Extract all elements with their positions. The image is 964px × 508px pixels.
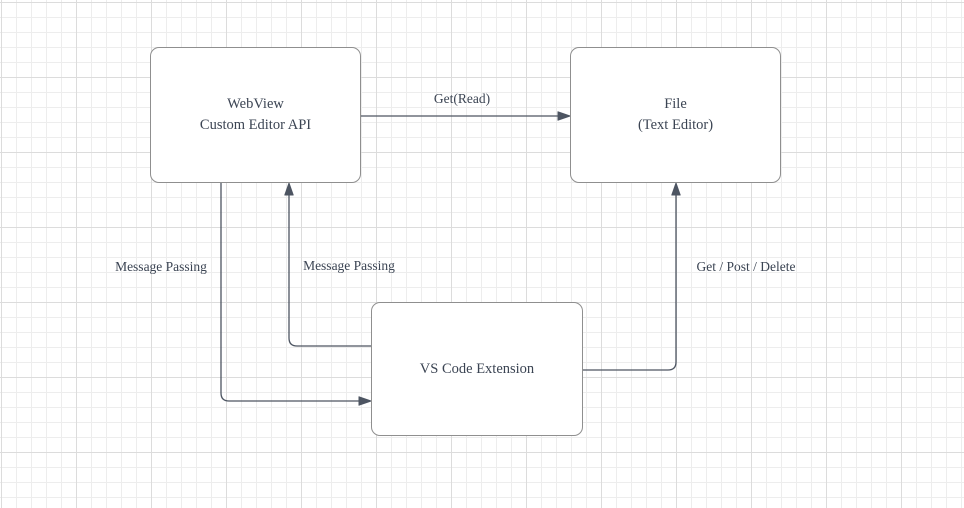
node-extension-label-line1: VS Code Extension <box>419 360 535 377</box>
node-webview-label: WebView Custom Editor API <box>200 94 311 136</box>
edge-get-post-delete[interactable] <box>583 195 677 371</box>
node-file-label: File (Text Editor) <box>638 94 713 136</box>
node-webview-custom-editor-api[interactable]: WebView Custom Editor API <box>150 47 361 183</box>
node-file-label-line1: File <box>664 96 687 112</box>
arrowhead-message-passing-down <box>358 396 372 406</box>
arrowhead-get-post-delete <box>671 182 681 196</box>
node-webview-label-line2: Custom Editor API <box>199 117 312 133</box>
arrowhead-get-read <box>557 111 571 121</box>
edge-message-passing-up[interactable] <box>288 195 371 347</box>
arrowhead-message-passing-up <box>284 182 294 196</box>
edge-label-get-read[interactable]: Get(Read) <box>433 91 491 106</box>
edge-label-get-post-delete[interactable]: Get / Post / Delete <box>696 259 796 274</box>
edge-label-message-passing-down[interactable]: Message Passing <box>115 259 207 274</box>
node-vs-code-extension[interactable]: VS Code Extension <box>371 302 583 436</box>
edge-message-passing-down[interactable] <box>220 183 359 402</box>
node-extension-label: VS Code Extension <box>420 359 534 380</box>
node-file-label-line2: (Text Editor) <box>637 117 714 133</box>
edge-label-message-passing-up[interactable]: Message Passing <box>303 258 395 273</box>
node-webview-label-line1: WebView <box>227 96 284 112</box>
node-file-text-editor[interactable]: File (Text Editor) <box>570 47 781 183</box>
